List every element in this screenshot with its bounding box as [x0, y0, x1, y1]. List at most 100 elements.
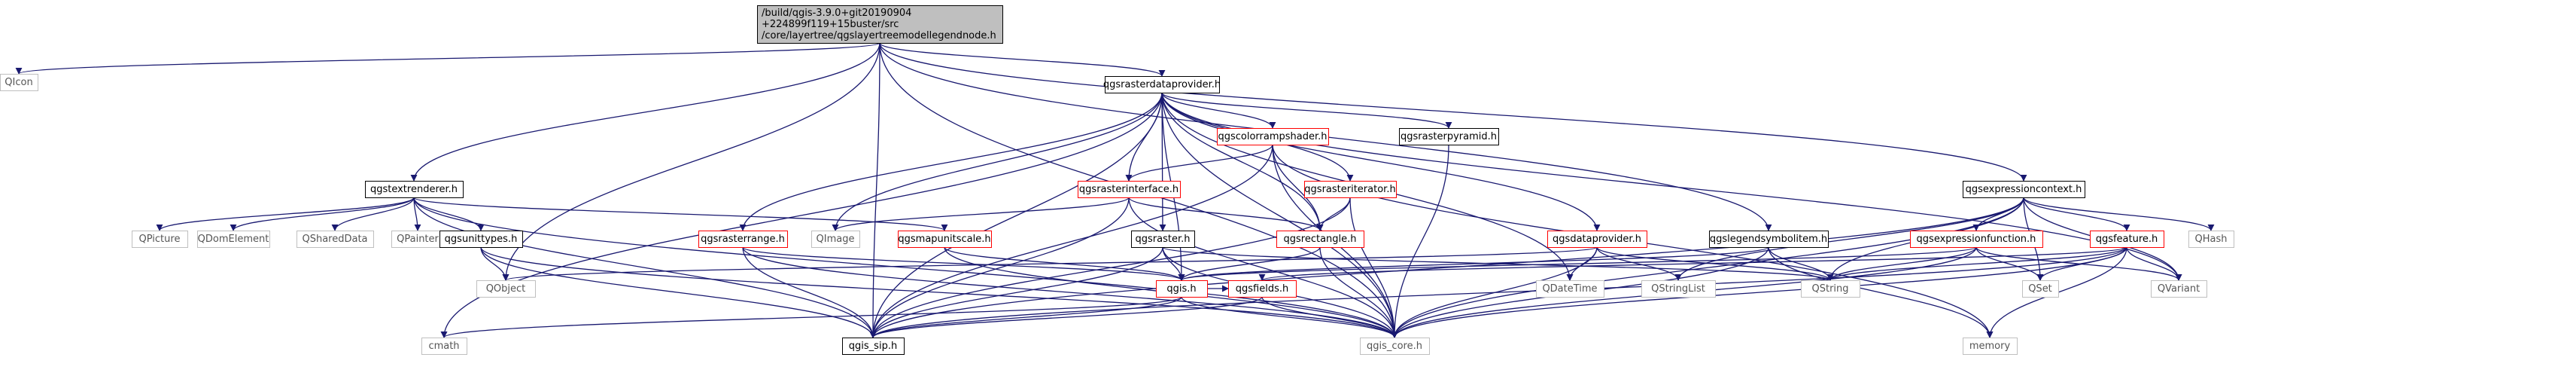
- node-qshareddata[interactable]: QSharedData: [297, 231, 374, 248]
- node-box: [0, 74, 38, 91]
- edge-qgsexpressioncontext-to-qgis_core: [1391, 197, 2024, 338]
- edge-qgsrectangle-to-qgis: [1178, 246, 1321, 281]
- node-box: [1217, 128, 1329, 145]
- node-qgsrasterrange[interactable]: qgsrasterrange.h: [698, 231, 788, 248]
- node-label: memory: [1969, 341, 2011, 352]
- edge-qgsrasterrange-to-qgis: [742, 246, 1185, 281]
- node-label: QPainter: [397, 234, 439, 245]
- edge-qgscolorrampshader-to-qgis_sip: [869, 144, 1273, 338]
- node-qset[interactable]: QSet: [2022, 280, 2059, 298]
- edge-qgstextrenderer-to-qgsunittypes: [413, 197, 485, 231]
- node-qgsfeature[interactable]: qgsfeature.h: [2090, 231, 2164, 248]
- node-qgis[interactable]: qgis.h: [1156, 280, 1208, 298]
- node-cmath[interactable]: cmath: [421, 338, 467, 355]
- node-memory[interactable]: memory: [1963, 338, 2018, 355]
- node-qgsunittypes[interactable]: qgsunittypes.h: [439, 231, 523, 248]
- node-label: qgis_core.h: [1367, 341, 1422, 352]
- edge-qgsfeature-to-qgis_sip: [869, 246, 2127, 338]
- node-qgsrectangle[interactable]: qgsrectangle.h: [1276, 231, 1364, 248]
- node-qhash[interactable]: QHash: [2188, 231, 2234, 248]
- node-box: [132, 231, 188, 248]
- edge-qgslegendsymbolitem-to-qgis: [1178, 246, 1769, 281]
- node-qgsdataprovider[interactable]: qgsdataprovider.h: [1547, 231, 1647, 248]
- node-box: [197, 231, 270, 248]
- edge-qgsexpressioncontext-to-qgis_sip: [869, 197, 2024, 338]
- node-box: [2188, 231, 2234, 248]
- node-qgsraster[interactable]: qgsraster.h: [1131, 231, 1195, 248]
- node-box: [365, 181, 464, 198]
- node-label: QDateTime: [1542, 283, 1597, 295]
- node-box: [1547, 231, 1647, 248]
- node-qimage[interactable]: QImage: [811, 231, 860, 248]
- node-qgsexpressionfunction[interactable]: qgsexpressionfunction.h: [1910, 231, 2043, 248]
- node-label: QSharedData: [302, 234, 367, 245]
- node-label: /core/layertree/qgslayertreemodellegendn…: [762, 30, 996, 41]
- node-qgsexpressioncontext[interactable]: qgsexpressioncontext.h: [1963, 181, 2085, 198]
- node-label: qgsunittypes.h: [445, 234, 518, 245]
- node-qgstextrenderer[interactable]: qgstextrenderer.h: [365, 181, 464, 198]
- edge-root-to-qgstextrenderer: [410, 42, 880, 182]
- node-label: QStringList: [1651, 283, 1705, 295]
- edge-qgstextrenderer-to-qgsmapunitscale: [413, 197, 948, 231]
- node-label: cmath: [428, 341, 459, 352]
- node-qdomelement[interactable]: QDomElement: [197, 231, 270, 248]
- node-label: qgstextrenderer.h: [370, 184, 458, 195]
- edge-qgscolorrampshader-to-qgsrasterinterface: [1125, 144, 1273, 182]
- node-box: [2090, 231, 2164, 248]
- edge-qgsexpressionfunction-to-qgis: [1178, 246, 1977, 281]
- edge-qgstextrenderer-to-qgis_core: [413, 197, 1398, 338]
- node-box: [757, 5, 1003, 44]
- node-box: [1910, 231, 2043, 248]
- edge-root-to-qgsexpressioncontext: [879, 42, 2027, 182]
- node-root[interactable]: /build/qgis-3.9.0+git20190904+224899f119…: [757, 5, 1003, 44]
- node-label: qgsrasterrange.h: [701, 234, 785, 245]
- node-box: [1536, 280, 1604, 298]
- node-label: qgsraster.h: [1136, 234, 1191, 245]
- edge-qgstextrenderer-to-qgis_sip: [413, 197, 877, 338]
- node-label: qgsmapunitscale.h: [898, 234, 990, 245]
- node-qgslegendsymbolitem[interactable]: qgslegendsymbolitem.h: [1709, 231, 1829, 248]
- node-qstring[interactable]: QString: [1801, 280, 1860, 298]
- edge-qgsexpressioncontext-to-qstringlist: [1674, 197, 2024, 281]
- node-qpainter[interactable]: QPainter: [391, 231, 445, 248]
- node-qstringlist[interactable]: QStringList: [1641, 280, 1716, 298]
- node-qgis_sip[interactable]: qgis_sip.h: [842, 338, 905, 355]
- node-label: qgsrasterinterface.h: [1079, 184, 1179, 195]
- edge-qgsrasterinterface-to-qgis_core: [1128, 197, 1398, 338]
- edge-qgsunittypes-to-qgis_core: [480, 246, 1398, 338]
- node-qgsrasterinterface[interactable]: qgsrasterinterface.h: [1078, 181, 1181, 198]
- node-qdatetime[interactable]: QDateTime: [1536, 280, 1604, 298]
- edge-qgsfields-to-qgis_sip: [869, 296, 1263, 338]
- edge-qgis-to-qgis_sip: [869, 296, 1182, 338]
- edge-qgsrasteriterator-to-qgsrectangle: [1316, 197, 1351, 231]
- node-label: qgscolorrampshader.h: [1218, 131, 1327, 142]
- node-qvariant[interactable]: QVariant: [2151, 280, 2207, 298]
- edge-qgsfeature-to-qgsfields: [1258, 246, 2127, 281]
- node-qobject[interactable]: QObject: [476, 280, 536, 298]
- dependency-edges: [16, 42, 2215, 338]
- node-qgis_core[interactable]: qgis_core.h: [1360, 338, 1430, 355]
- node-label: QVariant: [2158, 283, 2200, 295]
- node-qgsrasteriterator[interactable]: qgsrasteriterator.h: [1304, 181, 1397, 198]
- node-label: QString: [1811, 283, 1848, 295]
- node-qicon[interactable]: QIcon: [0, 74, 38, 91]
- edge-qgsrasterdataprovider-to-qgsrasterrange: [739, 92, 1163, 231]
- edge-qgsexpressioncontext-to-qgsfeature: [2023, 197, 2130, 231]
- node-qgsfields[interactable]: qgsfields.h: [1228, 280, 1297, 298]
- node-qgsmapunitscale[interactable]: qgsmapunitscale.h: [898, 231, 992, 248]
- node-box: [1360, 338, 1430, 355]
- edge-qgis-to-cmath: [440, 296, 1182, 338]
- edge-root-to-qgis_sip: [869, 42, 880, 338]
- node-label: QSet: [2028, 283, 2052, 295]
- node-qpicture[interactable]: QPicture: [132, 231, 188, 248]
- node-qgsrasterpyramid[interactable]: qgsrasterpyramid.h: [1399, 128, 1499, 145]
- node-qgsrasterdataprovider[interactable]: qgsrasterdataprovider.h: [1103, 76, 1221, 93]
- node-label: QIcon: [5, 77, 32, 88]
- node-label: qgis_sip.h: [849, 341, 897, 352]
- node-box: [698, 231, 788, 248]
- node-qgscolorrampshader[interactable]: qgscolorrampshader.h: [1217, 128, 1329, 145]
- edge-qgsrasterdataprovider-to-qgsdataprovider: [1161, 92, 1601, 231]
- edge-qgsrasterrange-to-qgis_sip: [742, 246, 877, 338]
- node-box: [439, 231, 523, 248]
